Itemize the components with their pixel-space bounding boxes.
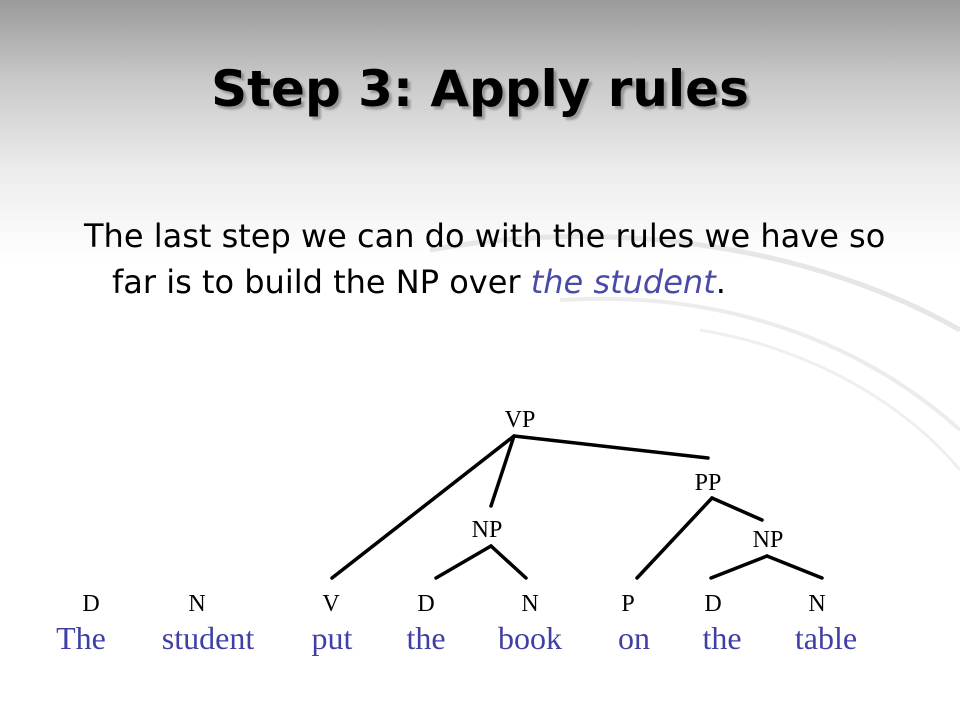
leaf-words: The student put the book on the table	[56, 620, 857, 656]
slide-paragraph: The last step we can do with the rules w…	[84, 213, 912, 305]
leaf-cat: D	[704, 591, 721, 617]
node-np-object: NP	[472, 517, 503, 543]
paragraph-text-before: The last step we can do with the rules w…	[84, 217, 886, 301]
leaf-cat: V	[322, 591, 340, 617]
leaf-cat: N	[808, 591, 825, 617]
edge-pp-p	[635, 496, 714, 580]
node-pp: PP	[695, 470, 722, 496]
leaf-word: the	[702, 620, 741, 656]
tree-edges	[330, 434, 824, 580]
leaf-cat: P	[621, 591, 634, 617]
edge-np2-d	[709, 554, 769, 580]
leaf-word: on	[618, 620, 650, 656]
leaf-word: put	[312, 620, 353, 656]
node-vp: VP	[505, 407, 536, 433]
leaf-word: table	[795, 620, 857, 656]
leaf-cat: D	[417, 591, 434, 617]
edge-vp-v	[330, 434, 516, 580]
paragraph-emphasis: the student	[530, 263, 716, 301]
leaf-cat: N	[188, 591, 205, 617]
tree-nodes: VP PP NP NP	[472, 407, 784, 553]
slide-title: Step 3: Apply rules	[211, 60, 749, 118]
node-np-pp: NP	[753, 527, 784, 553]
leaf-word: The	[56, 620, 106, 656]
leaf-word: student	[162, 620, 255, 656]
edge-vp-pp	[512, 434, 710, 460]
leaf-categories: D N V D N P D N	[82, 591, 825, 617]
edge-pp-np	[710, 496, 764, 522]
leaf-cat: D	[82, 591, 99, 617]
edge-np-n	[489, 544, 528, 580]
edge-np2-n	[765, 554, 824, 580]
leaf-word: the	[406, 620, 445, 656]
leaf-cat: N	[521, 591, 538, 617]
edge-np-d	[434, 544, 493, 580]
edge-vp-np	[489, 434, 516, 508]
paragraph-text-after: .	[715, 263, 726, 301]
leaf-word: book	[498, 620, 562, 656]
